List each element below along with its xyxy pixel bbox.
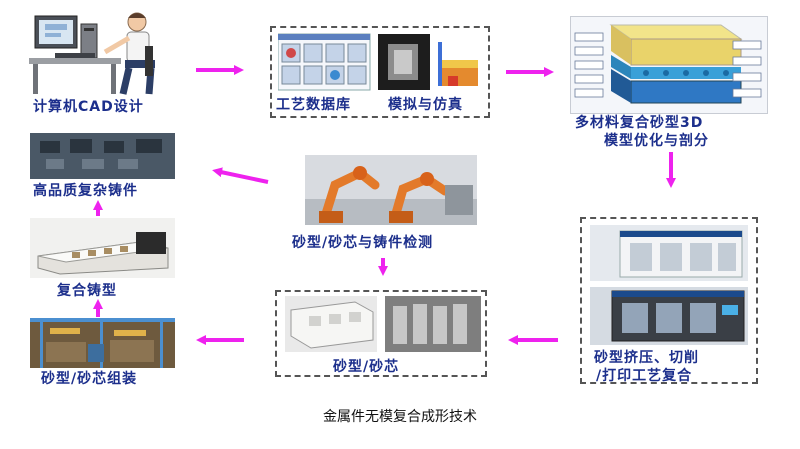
composite-casting-photo xyxy=(30,218,175,278)
database-simulation-node: 工艺数据库 模拟与仿真 xyxy=(270,26,490,118)
software-screenshot-illustration xyxy=(278,33,484,91)
inspection-photo xyxy=(305,155,477,225)
multimaterial-label-line2: 模型优化与剖分 xyxy=(604,133,709,149)
assembly-label: 砂型/砂芯组装 xyxy=(41,371,138,387)
multimaterial-label-line1: 多材料复合砂型3D xyxy=(575,115,704,131)
inspection-label: 砂型/砂芯与铸件检测 xyxy=(292,235,434,251)
castings-label: 高品质复杂铸件 xyxy=(33,183,138,199)
figure-caption: 金属件无模复合成形技术 xyxy=(323,409,477,425)
multimaterial-node xyxy=(570,16,768,114)
assembly-photo xyxy=(30,318,175,368)
printing-label-line2: /打印工艺复合 xyxy=(596,368,693,384)
printing-node: 砂型挤压、切削 /打印工艺复合 xyxy=(580,217,758,384)
sand-mold-node: 砂型/砂芯 xyxy=(275,290,487,377)
composite-casting-label: 复合铸型 xyxy=(57,283,117,299)
cad-label: 计算机CAD设计 xyxy=(33,99,144,115)
arrow-inspection-to-castings xyxy=(212,167,269,184)
printing-machines-illustration xyxy=(590,225,748,345)
sand-mold-illustration xyxy=(285,296,481,352)
cad-workstation-illustration xyxy=(29,12,155,95)
sand-mold-label: 砂型/砂芯 xyxy=(333,359,400,375)
simulation-label: 模拟与仿真 xyxy=(388,97,463,113)
printing-label-line1: 砂型挤压、切削 xyxy=(594,350,699,366)
database-label: 工艺数据库 xyxy=(276,97,351,113)
castings-photo xyxy=(30,133,175,179)
cad-node xyxy=(25,8,165,98)
sand-mold-3d-illustration xyxy=(574,24,762,104)
